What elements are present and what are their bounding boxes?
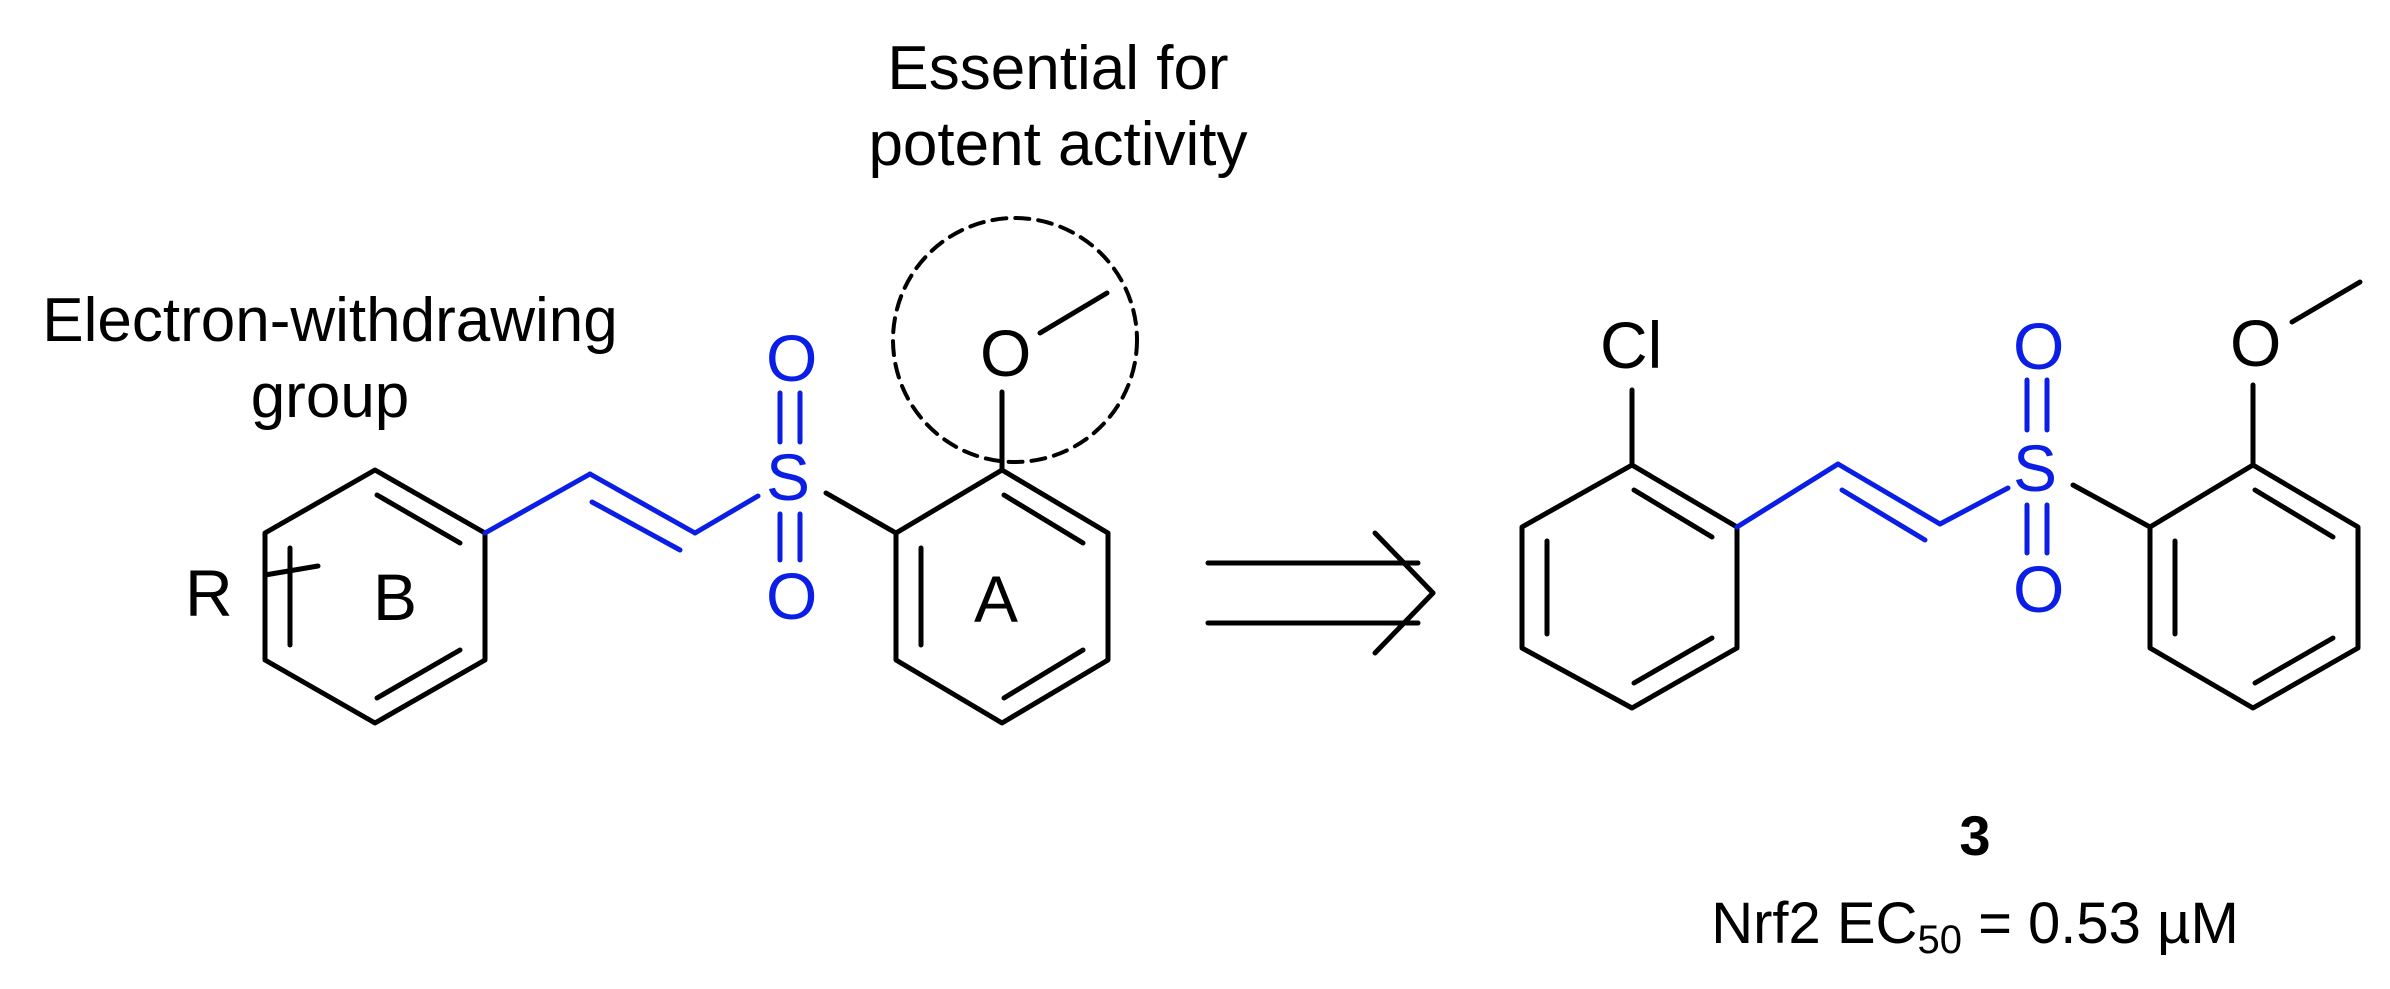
ewg-annotation: Electron-withdrawing group bbox=[10, 290, 650, 428]
ewg-line-2: group bbox=[250, 362, 410, 431]
ewg-line-1: Electron-withdrawing bbox=[42, 286, 618, 355]
essential-line-2: potent activity bbox=[868, 110, 1248, 179]
methoxy-o-left: O bbox=[980, 316, 1032, 390]
sulfonyl-right bbox=[2024, 377, 2050, 556]
chloro-label: Cl bbox=[1600, 308, 1663, 382]
highlight-circle bbox=[891, 216, 1139, 464]
sulfonyl-left bbox=[777, 390, 803, 563]
vinyl-linker-left bbox=[482, 471, 761, 553]
methoxy-methyl-right bbox=[2289, 279, 2363, 325]
essential-line-1: Essential for bbox=[887, 34, 1229, 103]
activity-prefix: Nrf2 EC bbox=[1711, 891, 1918, 956]
sulfonyl-o-bottom-right: O bbox=[2013, 552, 2065, 626]
sulfonyl-o-bottom-left: O bbox=[766, 559, 818, 633]
s-to-anisyl-bond bbox=[2070, 482, 2153, 530]
essential-annotation: Essential for potent activity bbox=[838, 38, 1278, 176]
ring-b-label: B bbox=[373, 560, 418, 634]
sulfonyl-o-top-left: O bbox=[766, 321, 818, 395]
retrosynthetic-arrow bbox=[1205, 530, 1436, 656]
activity-value: = 0.53 µM bbox=[1961, 891, 2239, 956]
ring-b bbox=[262, 467, 488, 726]
activity-subscript: 50 bbox=[1917, 918, 1962, 962]
sulfonyl-s-right: S bbox=[2013, 431, 2058, 505]
vinyl-linker-right bbox=[1734, 461, 2011, 543]
substituent-r: R bbox=[185, 556, 233, 630]
ring-anisyl bbox=[2147, 382, 2361, 711]
s-to-ring-a-bond bbox=[823, 490, 899, 536]
compound-number: 3 bbox=[1959, 804, 1991, 867]
methoxy-o-right: O bbox=[2230, 306, 2282, 380]
sulfonyl-o-top-right: O bbox=[2013, 309, 2065, 383]
methoxy-methyl-left bbox=[1037, 290, 1110, 336]
sulfonyl-s-left: S bbox=[766, 440, 811, 514]
compound-activity: Nrf2 EC50 = 0.53 µM bbox=[1640, 895, 2310, 962]
ring-a-label: A bbox=[974, 562, 1019, 636]
ring-a bbox=[893, 389, 1111, 726]
ring-chlorophenyl bbox=[1519, 387, 1740, 711]
